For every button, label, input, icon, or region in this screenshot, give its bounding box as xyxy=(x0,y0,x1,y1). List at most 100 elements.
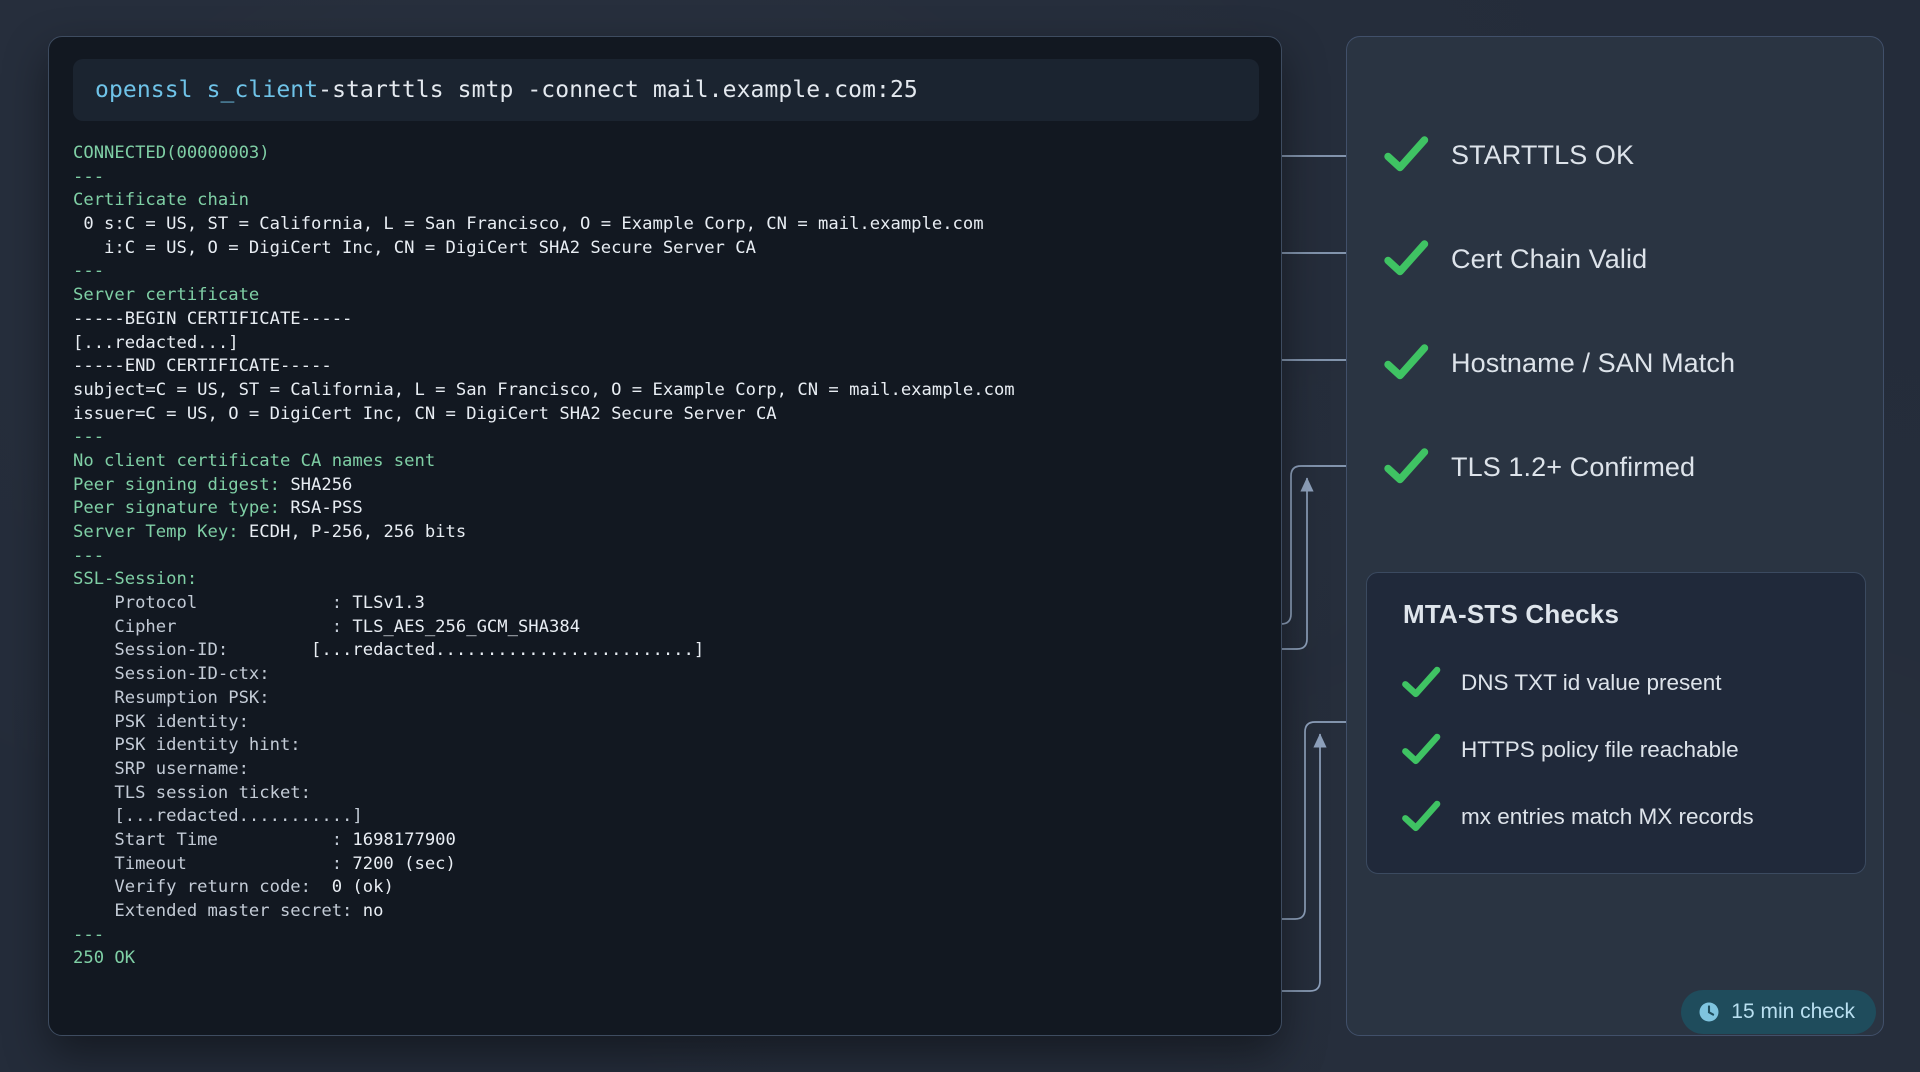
check-icon xyxy=(1401,663,1441,703)
terminal-line: Start Time : 1698177900 xyxy=(73,829,1263,853)
terminal-line: Server Temp Key: ECDH, P-256, 256 bits xyxy=(73,521,1263,545)
terminal-line: --- xyxy=(73,545,1263,569)
terminal-line-label: Server Temp Key: xyxy=(73,522,249,542)
check-item[interactable]: STARTTLS OK xyxy=(1383,103,1853,207)
mta-sts-title: MTA-STS Checks xyxy=(1403,599,1620,629)
mta-sts-item-label: mx entries match MX records xyxy=(1461,803,1754,829)
terminal-line-label: CONNECTED(00000003) xyxy=(73,143,270,163)
check-icon xyxy=(1383,236,1429,282)
command-bar[interactable]: openssl s_client -starttls smtp -connect… xyxy=(73,59,1259,121)
terminal-line-label: 0 s:C = US, ST = California, L = San Fra… xyxy=(73,214,984,235)
terminal-line: 0 s:C = US, ST = California, L = San Fra… xyxy=(73,213,1263,237)
mta-sts-item-label: HTTPS policy file reachable xyxy=(1461,736,1739,762)
terminal-line-label: --- xyxy=(73,924,105,945)
check-item-label: Hostname / SAN Match xyxy=(1451,347,1736,378)
terminal-line: Resumption PSK: xyxy=(73,687,1263,711)
mta-sts-item[interactable]: mx entries match MX records xyxy=(1401,783,1851,850)
interval-badge-label: 15 min check xyxy=(1731,1000,1855,1023)
terminal-line-value: ECDH, P-256, 256 bits xyxy=(248,522,467,542)
terminal-line-label: Extended master secret: xyxy=(73,901,363,921)
terminal-line: PSK identity: xyxy=(73,711,1263,735)
terminal-line-label: Session-ID-ctx: xyxy=(73,664,270,685)
terminal-line: -----BEGIN CERTIFICATE----- xyxy=(73,308,1263,332)
terminal-line: Peer signing digest: SHA256 xyxy=(73,474,1263,498)
command-program: openssl s_client xyxy=(95,77,319,103)
mta-sts-item[interactable]: HTTPS policy file reachable xyxy=(1401,716,1851,783)
check-item-label: STARTTLS OK xyxy=(1451,139,1635,170)
terminal-line-value: 0 (ok) xyxy=(331,877,394,898)
terminal-line: Peer signature type: RSA-PSS xyxy=(73,497,1263,521)
terminal-line-label: PSK identity: xyxy=(73,711,249,732)
terminal-line-label: Session-ID: xyxy=(73,640,311,661)
terminal-line: --- xyxy=(73,260,1263,284)
terminal-line: Session-ID-ctx: xyxy=(73,663,1263,687)
terminal-line-label: subject=C = US, ST = California, L = San… xyxy=(73,379,1015,400)
terminal-line: --- xyxy=(73,426,1263,450)
terminal-line-label: Certificate chain xyxy=(73,190,249,211)
terminal-line-value: TLSv1.3 xyxy=(352,593,425,614)
check-item[interactable]: Hostname / SAN Match xyxy=(1383,311,1853,415)
terminal-line: TLS session ticket: xyxy=(73,782,1263,806)
terminal-line-label: SRP username: xyxy=(73,758,249,779)
terminal-line: Certificate chain xyxy=(73,189,1263,213)
check-icon xyxy=(1401,797,1441,837)
mta-sts-item[interactable]: DNS TXT id value present xyxy=(1401,649,1851,716)
terminal-line-value: [...redacted.........................] xyxy=(311,640,705,661)
check-item[interactable]: Cert Chain Valid xyxy=(1383,207,1853,311)
check-item[interactable]: TLS 1.2+ Confirmed xyxy=(1383,415,1853,519)
terminal-line: --- xyxy=(73,924,1263,948)
check-item-label: Cert Chain Valid xyxy=(1451,243,1648,274)
terminal-line-label: Start Time : xyxy=(73,829,353,850)
terminal-output: CONNECTED(00000003)---Certificate chain … xyxy=(73,142,1263,971)
terminal-line-label: Timeout : xyxy=(73,853,353,874)
command-arguments: -starttls smtp -connect mail.example.com… xyxy=(318,77,918,103)
terminal-line-label: --- xyxy=(73,427,105,448)
terminal-line: Protocol : TLSv1.3 xyxy=(73,592,1263,616)
terminal-window: openssl s_client -starttls smtp -connect… xyxy=(48,36,1282,1036)
terminal-line-label: TLS session ticket: xyxy=(73,782,311,803)
check-icon xyxy=(1383,132,1429,178)
interval-badge[interactable]: 15 min check xyxy=(1681,990,1876,1034)
terminal-line: No client certificate CA names sent xyxy=(73,450,1263,474)
terminal-line-value: 7200 (sec) xyxy=(352,853,456,874)
terminal-line: [...redacted...........] xyxy=(73,805,1263,829)
check-icon xyxy=(1383,444,1429,490)
terminal-line-label: PSK identity hint: xyxy=(73,735,301,756)
terminal-line-label: Cipher : xyxy=(73,616,353,637)
terminal-line-value: 1698177900 xyxy=(352,829,456,850)
terminal-line: Timeout : 7200 (sec) xyxy=(73,853,1263,877)
terminal-line: Session-ID: [...redacted................… xyxy=(73,639,1263,663)
terminal-line-label: --- xyxy=(73,261,105,282)
terminal-line-label: SSL-Session: xyxy=(73,569,198,590)
terminal-line: SRP username: xyxy=(73,758,1263,782)
terminal-line-value: no xyxy=(362,901,384,921)
terminal-line-label: Peer signature type: xyxy=(73,498,291,519)
terminal-line: Extended master secret: no xyxy=(73,900,1263,924)
terminal-line: [...redacted...] xyxy=(73,332,1263,356)
terminal-line-label: i:C = US, O = DigiCert Inc, CN = DigiCer… xyxy=(73,237,756,258)
terminal-line-label: -----END CERTIFICATE----- xyxy=(73,356,332,377)
terminal-line-label: Protocol : xyxy=(73,593,353,614)
terminal-line-label: Verify return code: xyxy=(73,877,332,898)
terminal-line: Cipher : TLS_AES_256_GCM_SHA384 xyxy=(73,616,1263,640)
terminal-line: issuer=C = US, O = DigiCert Inc, CN = Di… xyxy=(73,403,1263,427)
terminal-line: Server certificate xyxy=(73,284,1263,308)
terminal-line: PSK identity hint: xyxy=(73,734,1263,758)
terminal-line-label: issuer=C = US, O = DigiCert Inc, CN = Di… xyxy=(73,403,777,424)
check-icon xyxy=(1383,340,1429,386)
terminal-line: -----END CERTIFICATE----- xyxy=(73,355,1263,379)
terminal-line-label: Server certificate xyxy=(73,285,260,306)
terminal-line: SSL-Session: xyxy=(73,568,1263,592)
mta-sts-item-label: DNS TXT id value present xyxy=(1461,669,1722,695)
terminal-line-label: 250 OK xyxy=(73,948,136,969)
terminal-line-value: RSA-PSS xyxy=(290,498,363,519)
check-item-label: TLS 1.2+ Confirmed xyxy=(1451,451,1696,482)
check-icon xyxy=(1401,730,1441,770)
terminal-line-label: -----BEGIN CERTIFICATE----- xyxy=(73,308,353,329)
terminal-line: Verify return code: 0 (ok) xyxy=(73,876,1263,900)
terminal-line: --- xyxy=(73,166,1263,190)
terminal-line: CONNECTED(00000003) xyxy=(73,142,1263,166)
